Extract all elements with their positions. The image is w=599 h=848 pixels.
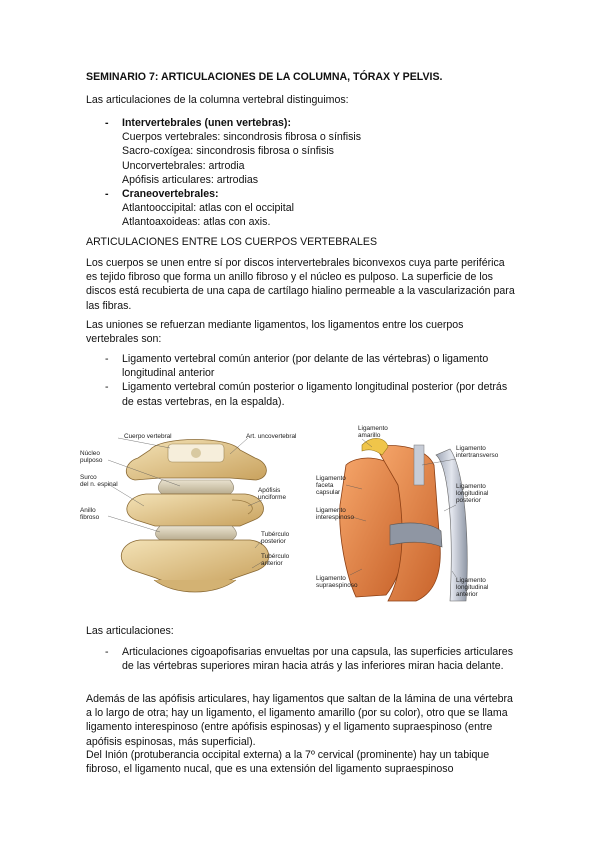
- intro-paragraph: Las articulaciones de la columna vertebr…: [86, 94, 349, 106]
- section-heading: ARTICULACIONES ENTRE LOS CUERPOS VERTEBR…: [86, 236, 378, 248]
- paragraph-ligamentos: Las uniones se refuerzan mediante ligame…: [86, 319, 464, 346]
- paragraph-ligamentos-posteriores: Además de las apófisis articulares, hay …: [86, 693, 513, 748]
- label-ligamento-longitudinal-posterior: Ligamento longitudinal posterior: [456, 483, 489, 505]
- label-ligamento-supraespinoso: Ligamento supraespinoso: [316, 575, 358, 590]
- articulaciones-heading: Las articulaciones:: [86, 625, 174, 637]
- label-ligamento-amarillo: Ligamento amarillo: [358, 425, 388, 440]
- paragraph-ligamento-nucal: Del Inión (protuberancia occipital exter…: [86, 749, 490, 776]
- paragraph-discos: Los cuerpos se unen entre sí por discos …: [86, 257, 515, 312]
- ligament-item: Ligamento vertebral común anterior (por …: [86, 352, 516, 380]
- group-heading-craneovertebrales: Craneovertebrales:: [86, 187, 516, 201]
- label-tuberculo-anterior: Tubérculo anterior: [261, 553, 290, 568]
- spinal-ligaments-illustration: [339, 438, 468, 602]
- label-nucleo-pulposo: Núcleo pulposo: [80, 450, 103, 465]
- group-item: Sacro-coxígea: sincondrosis fibrosa o sí…: [122, 145, 334, 158]
- figure-spinal-ligaments: Ligamento amarillo Ligamento intertransv…: [316, 425, 516, 605]
- label-tuberculo-posterior: Tubérculo posterior: [261, 531, 290, 546]
- joint-groups-list: Intervertebrales (unen vertebras): Cuerp…: [86, 116, 516, 230]
- cervical-vertebrae-illustration: [107, 437, 270, 593]
- group-item: Cuerpos vertebrales: sincondrosis fibros…: [122, 131, 362, 144]
- label-ligamento-longitudinal-anterior: Ligamento longitudinal anterior: [456, 577, 489, 599]
- label-surco-espinal: Surco del n. espinal: [80, 474, 118, 489]
- figure-cervical-vertebrae: Cuerpo vertebral Art. uncovertebral Núcl…: [80, 428, 310, 603]
- group-item: Atlantooccipital: atlas con el occipital: [122, 202, 294, 215]
- articulaciones-list: Articulaciones cigoapofisarias envueltas…: [86, 645, 516, 673]
- label-ligamento-faceta-capsular: Ligamento faceta capsular: [316, 475, 346, 497]
- articulaciones-item: Articulaciones cigoapofisarias envueltas…: [86, 645, 516, 673]
- group-item: Apófisis articulares: artrodias: [122, 173, 259, 186]
- label-apofisis-unciforme: Apófisis unciforme: [258, 487, 287, 502]
- ligaments-list: Ligamento vertebral común anterior (por …: [86, 352, 516, 409]
- ligament-item: Ligamento vertebral común posterior o li…: [86, 380, 516, 408]
- group-heading-intervertebrales: Intervertebrales (unen vertebras):: [86, 116, 516, 130]
- label-ligamento-interespinoso: Ligamento interespinoso: [316, 507, 355, 522]
- group-item: Atlantoaxoideas: atlas con axis.: [122, 216, 271, 229]
- label-cuerpo-vertebral: Cuerpo vertebral: [124, 433, 172, 440]
- label-art-uncovertebral: Art. uncovertebral: [246, 433, 297, 440]
- page-title: SEMINARIO 7: ARTICULACIONES DE LA COLUMN…: [86, 71, 443, 83]
- group-item: Uncorvertebrales: artrodia: [122, 159, 245, 172]
- label-ligamento-intertransverso: Ligamento intertransverso: [456, 445, 499, 460]
- label-anillo-fibroso: Anillo fibroso: [80, 507, 100, 522]
